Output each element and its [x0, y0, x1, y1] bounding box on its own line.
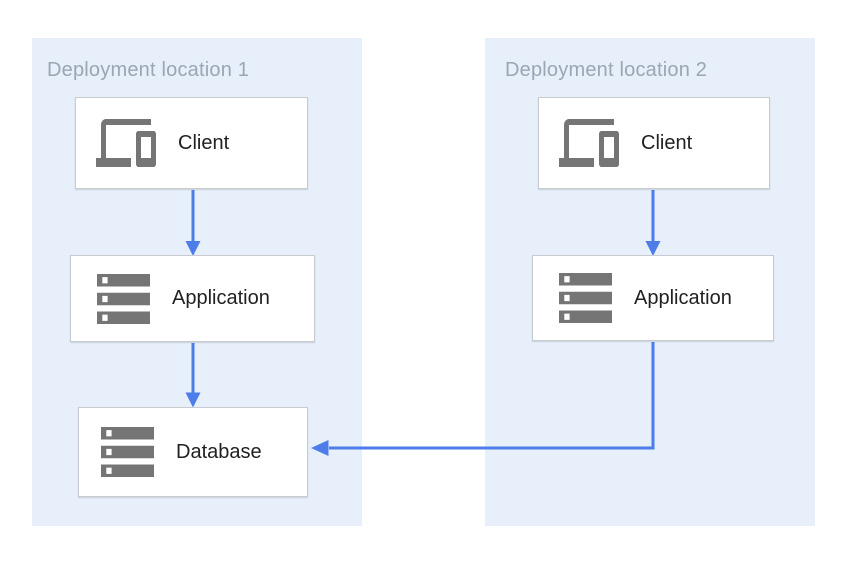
node-application-1: Application [70, 255, 315, 342]
server-icon [559, 273, 612, 323]
devices-icon [96, 119, 156, 167]
node-client-1: Client [75, 97, 308, 189]
devices-icon [559, 119, 619, 167]
server-icon [97, 273, 150, 324]
node-application-2: Application [532, 255, 774, 341]
deployment-location-2-title: Deployment location 2 [505, 59, 708, 81]
node-database-1: Database [78, 407, 308, 497]
node-label: Application [634, 286, 732, 309]
node-label: Database [176, 440, 262, 463]
server-icon [101, 427, 154, 477]
node-label: Client [641, 131, 693, 154]
node-label: Application [172, 287, 270, 309]
node-label: Client [178, 131, 230, 154]
node-client-2: Client [538, 97, 770, 189]
deployment-location-1-title: Deployment location 1 [47, 59, 250, 81]
